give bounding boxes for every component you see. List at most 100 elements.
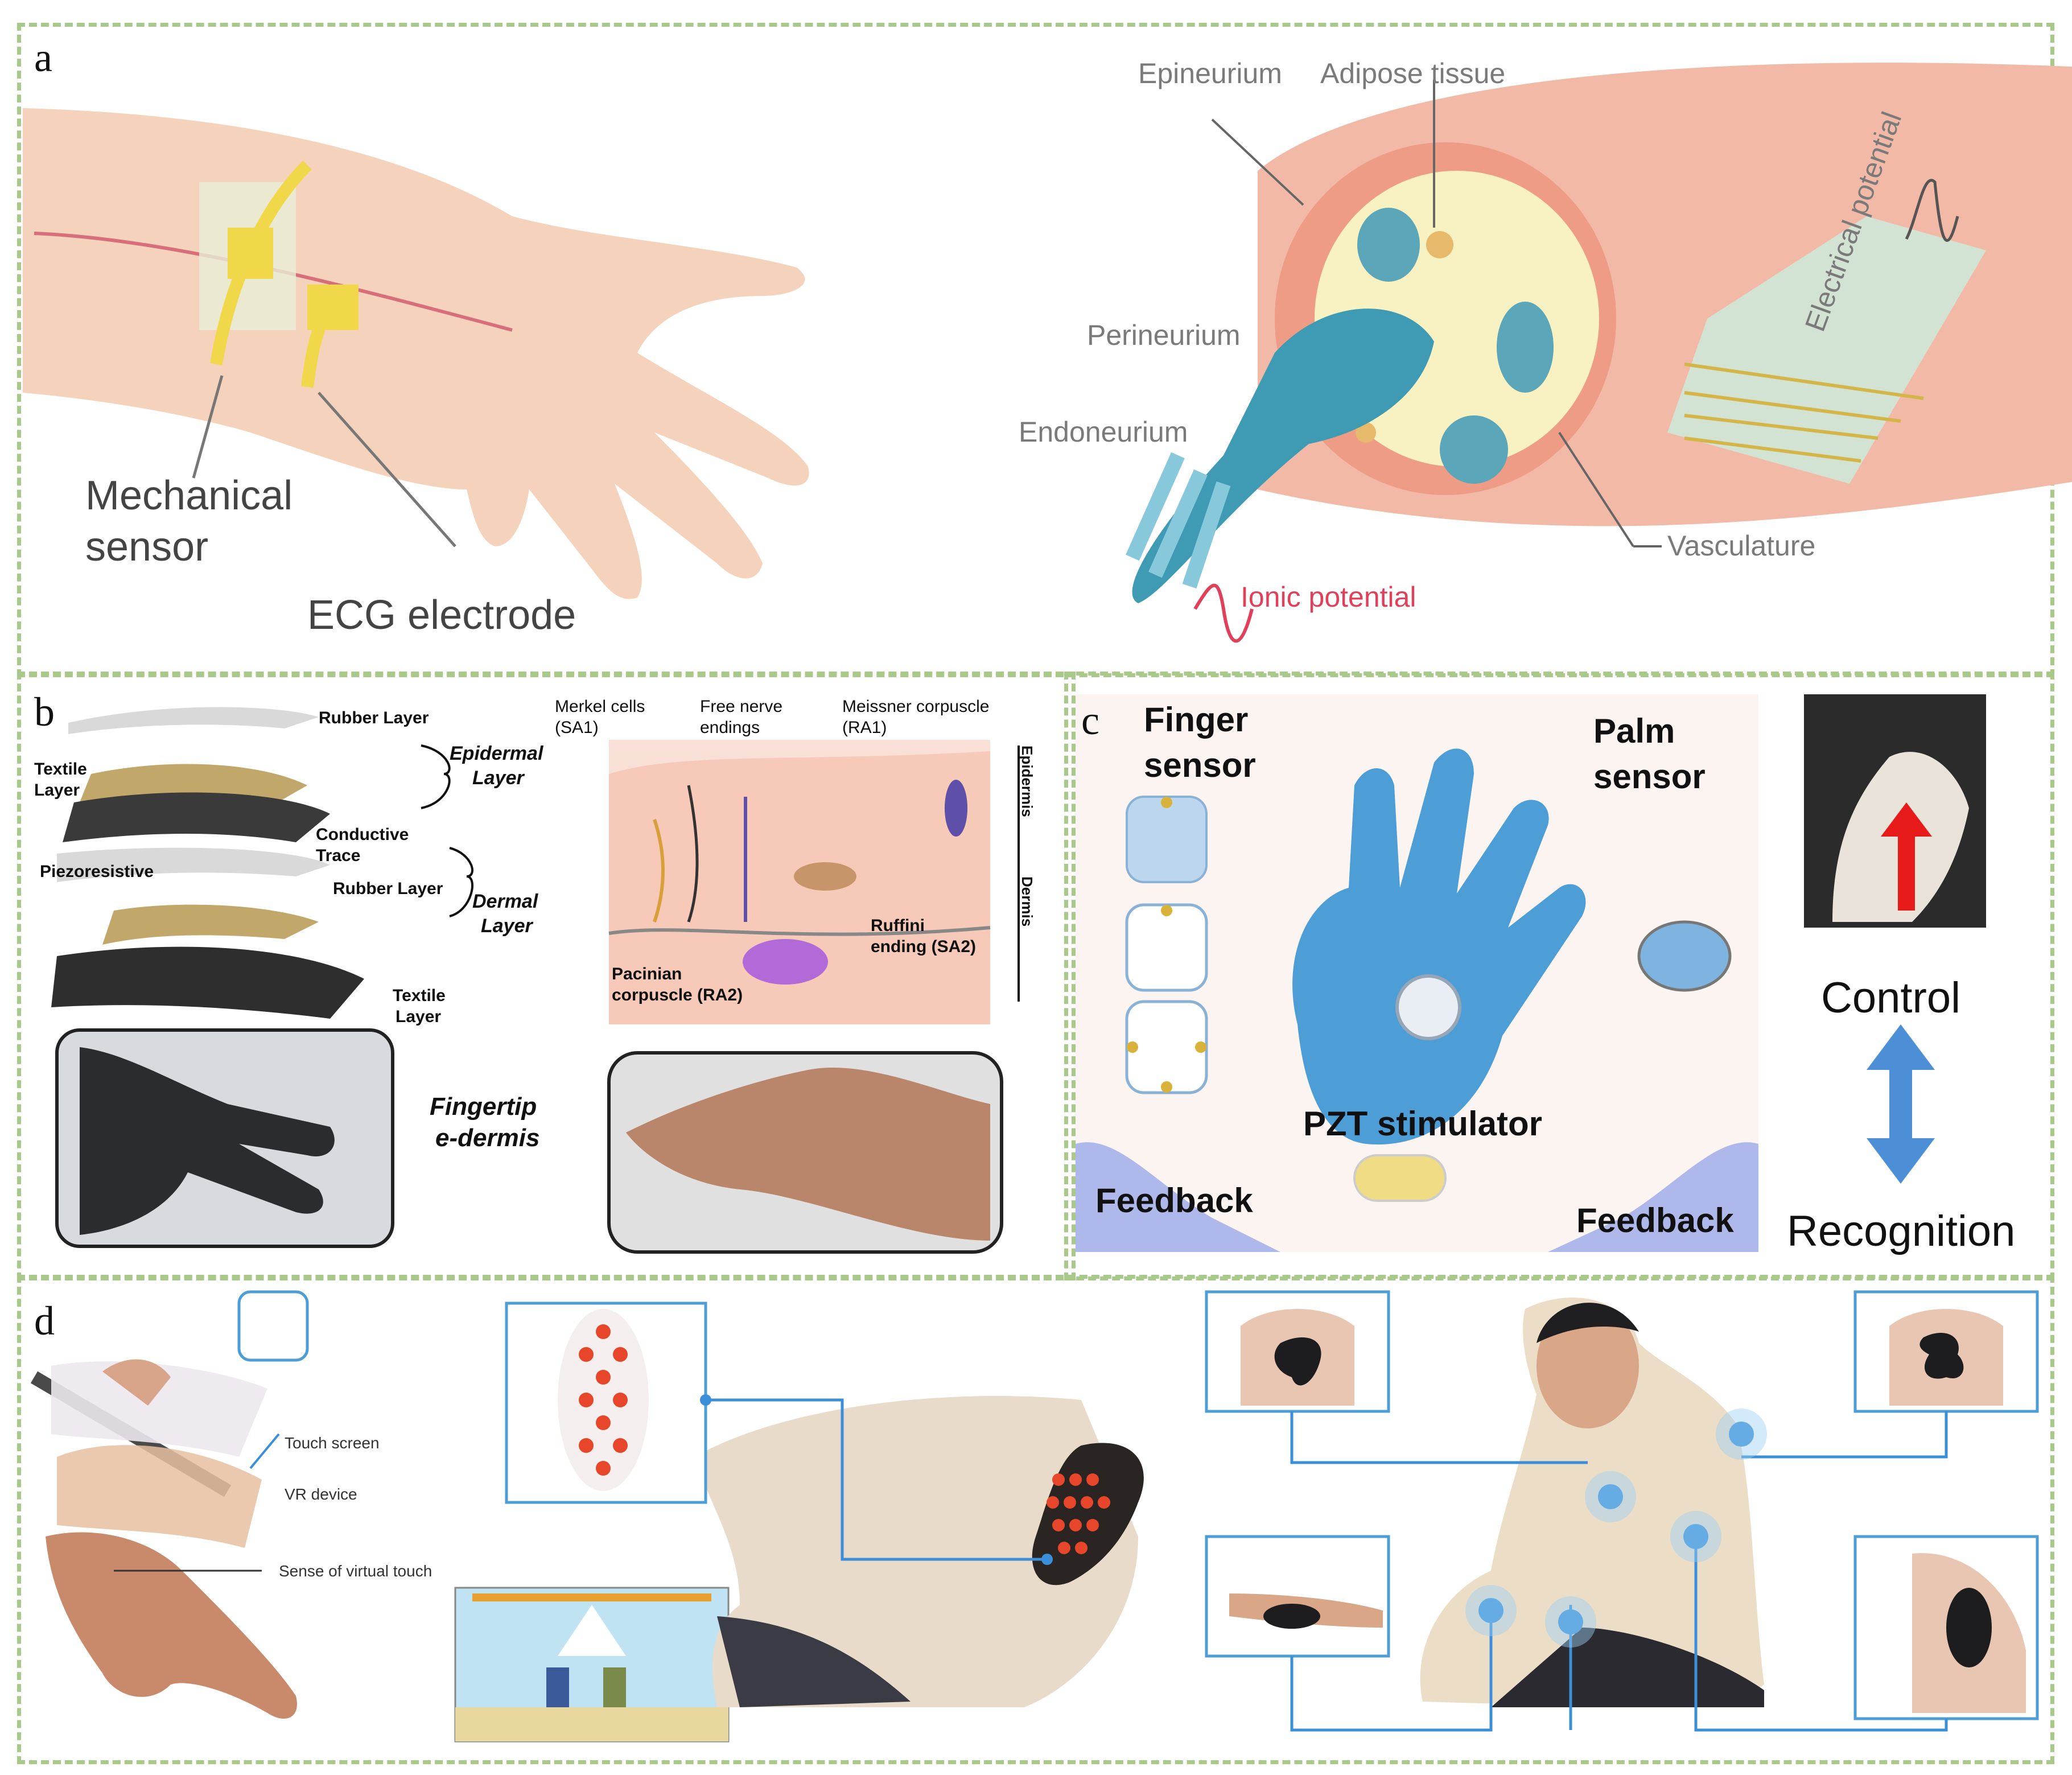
pacinian-label-2: corpuscle (RA2) bbox=[612, 986, 743, 1004]
textile-bottom-label-1: Textile bbox=[393, 986, 446, 1005]
stimulator-dot bbox=[596, 1461, 611, 1476]
dermis-label: Dermis bbox=[1019, 876, 1036, 927]
mechanical-sensor-label-1: Mechanical bbox=[85, 473, 293, 518]
exoskeleton-center bbox=[1395, 974, 1461, 1040]
stimulator-dot bbox=[596, 1324, 611, 1339]
ecg-electrode-label: ECG electrode bbox=[307, 592, 576, 638]
rubber-layer-top-label: Rubber Layer bbox=[319, 709, 429, 727]
touch-screen-label: Touch screen bbox=[285, 1434, 380, 1452]
panel-b-letter: b bbox=[34, 689, 55, 735]
finger-sensor-mid bbox=[1125, 903, 1208, 992]
sensor-node-markers bbox=[700, 1394, 1754, 1634]
dermal-layer-label-1: Dermal bbox=[472, 891, 538, 912]
stimulator-dot bbox=[579, 1393, 594, 1407]
dermal-layer-label-2: Layer bbox=[481, 915, 533, 937]
merkel-label-1: Merkel cells bbox=[555, 697, 645, 716]
panel-c-letter: c bbox=[1081, 698, 1099, 743]
recognition-label: Recognition bbox=[1787, 1207, 2016, 1255]
arm-stimulator-dot bbox=[1086, 1473, 1099, 1486]
arm-stimulator-dot bbox=[1047, 1496, 1059, 1509]
arm-stimulator-dot bbox=[1069, 1519, 1082, 1531]
arm-stimulator-dot bbox=[1081, 1496, 1093, 1509]
feedback-right-label: Feedback bbox=[1576, 1201, 1734, 1239]
conductive-trace-label-2: Trace bbox=[316, 846, 361, 865]
finger-sensor-top bbox=[1126, 796, 1208, 883]
person-arm-left bbox=[694, 1396, 1138, 1707]
stimulator-dot bbox=[613, 1438, 628, 1453]
epidermis-label: Epidermis bbox=[1019, 746, 1036, 817]
meissner-label-1: Meissner corpuscle bbox=[842, 697, 990, 716]
vasculature-label: Vasculature bbox=[1667, 530, 1816, 562]
fingertip-label-1: Fingertip bbox=[430, 1093, 537, 1121]
arm-stimulator-dot bbox=[1098, 1496, 1110, 1509]
palm-sensor-label-1: Palm bbox=[1593, 712, 1675, 750]
ruffini-label-2: ending (SA2) bbox=[871, 937, 976, 956]
dermis-boundary bbox=[608, 926, 991, 936]
red-stimulator-dots bbox=[579, 1324, 1110, 1554]
inset-touch-hand bbox=[237, 1290, 309, 1362]
rubber-layer-sheet-1 bbox=[68, 707, 319, 734]
epidermal-layer-label-2: Layer bbox=[472, 767, 524, 789]
panel-a-letter: a bbox=[34, 35, 52, 80]
panel-d-letter: d bbox=[34, 1298, 55, 1344]
ruffini-shape bbox=[794, 862, 856, 891]
mechanical-sensor-label-2: sensor bbox=[85, 524, 209, 570]
fascicle-2 bbox=[1497, 302, 1554, 393]
textile-layer-label-1: Textile bbox=[34, 760, 87, 779]
stimulator-dot bbox=[579, 1438, 594, 1453]
rubber-layer-sheet-2 bbox=[57, 847, 330, 882]
ruffini-label-1: Ruffini bbox=[871, 916, 925, 935]
arm-stimulator-dot bbox=[1075, 1542, 1088, 1554]
panel-d-border bbox=[17, 1275, 2054, 1764]
fascicle-1 bbox=[1357, 208, 1420, 282]
touch-screen-sheet bbox=[51, 1361, 267, 1457]
arm-stimulator-dot bbox=[1086, 1519, 1099, 1531]
arm-lower bbox=[46, 1532, 297, 1719]
free-nerve-label-1: Free nerve bbox=[700, 697, 783, 716]
stimulator-dot bbox=[596, 1415, 611, 1430]
ionic-signal-trace bbox=[1193, 583, 1254, 643]
human-hand bbox=[626, 1067, 990, 1241]
arm-stimulator-dot bbox=[1069, 1473, 1082, 1486]
adipose-tissue-label: Adipose tissue bbox=[1320, 57, 1506, 89]
conductive-trace-label-1: Conductive bbox=[316, 825, 409, 844]
person-body-right bbox=[1420, 1298, 1764, 1705]
sense-virtual-touch-label: Sense of virtual touch bbox=[279, 1562, 432, 1580]
piezoresistive-label: Piezoresistive bbox=[40, 862, 154, 881]
textile-bottom-label-2: Layer bbox=[396, 1007, 442, 1026]
stimulator-dot bbox=[596, 1370, 611, 1385]
dark-sheet-1 bbox=[63, 792, 330, 842]
arm-stimulator-dot bbox=[1064, 1496, 1076, 1509]
epidermal-layer-label-1: Epidermal bbox=[450, 743, 543, 764]
meissner-label-2: (RA1) bbox=[842, 718, 887, 737]
stimulator-dot bbox=[613, 1347, 628, 1362]
vr-device-label: VR device bbox=[285, 1485, 357, 1503]
perineurium-label: Perineurium bbox=[1087, 319, 1241, 351]
meissner-shape bbox=[945, 780, 967, 837]
arm-stimulator-dot bbox=[1058, 1542, 1070, 1554]
electrode-array bbox=[1667, 216, 1986, 484]
merkel-label-2: (SA1) bbox=[555, 718, 599, 737]
palm-sensor-label-2: sensor bbox=[1593, 757, 1706, 796]
finger-sensor-label-2: sensor bbox=[1144, 746, 1256, 784]
textile-layer-label-2: Layer bbox=[34, 781, 80, 800]
epineurium-label: Epineurium bbox=[1138, 57, 1282, 89]
pacinian-label-1: Pacinian bbox=[612, 965, 682, 983]
endoneurium-label: Endoneurium bbox=[1019, 416, 1188, 448]
vr-hand bbox=[102, 1359, 171, 1406]
free-nerve-label-2: endings bbox=[700, 718, 760, 737]
bidirectional-arrow bbox=[1867, 1024, 1935, 1184]
arm-stimulator-dot bbox=[1052, 1473, 1065, 1486]
arm-stimulator-dot bbox=[1052, 1519, 1065, 1531]
robot-hand bbox=[80, 1047, 335, 1235]
ionic-potential-label: Ionic potential bbox=[1241, 581, 1416, 613]
pacinian-shape bbox=[743, 939, 828, 985]
red-arrow bbox=[1881, 802, 1932, 911]
stimulator-dot bbox=[613, 1393, 628, 1407]
piezo-sheet bbox=[102, 904, 319, 945]
fascicle-3 bbox=[1440, 415, 1508, 484]
adipose-blob bbox=[1426, 231, 1453, 258]
pzt-stimulator-device bbox=[1353, 1154, 1447, 1202]
person-head-right bbox=[1537, 1303, 1639, 1428]
